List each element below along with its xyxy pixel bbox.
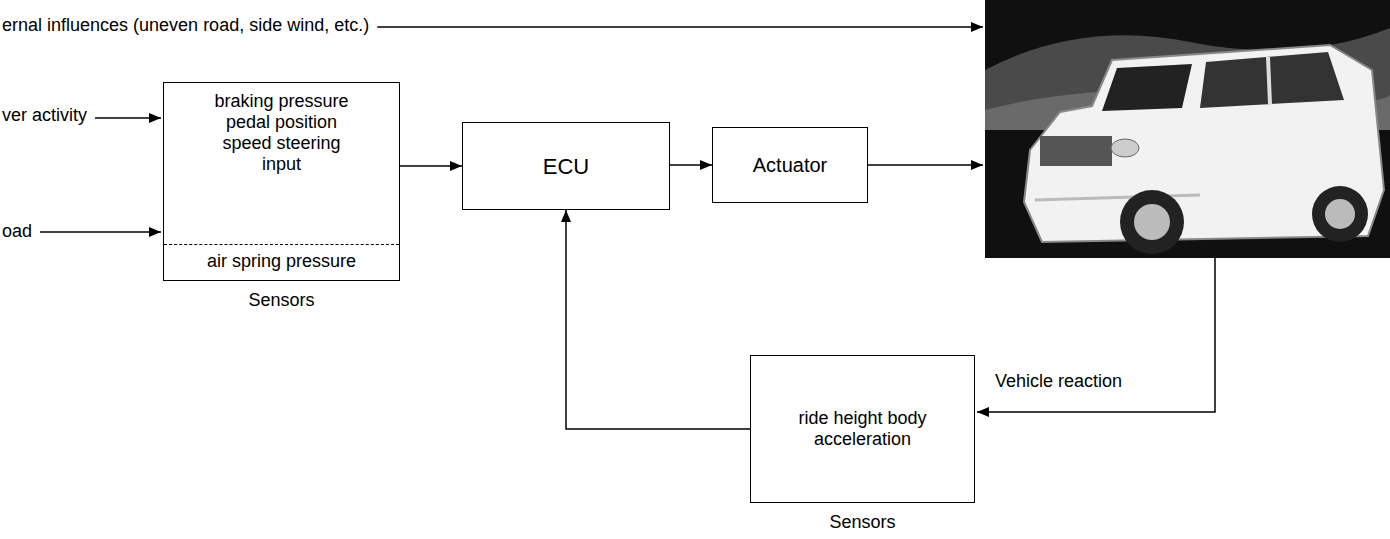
annotation-label: Vehicle reaction	[995, 370, 1122, 392]
caption-text: Sensors	[144, 290, 419, 311]
flow-arrow	[400, 165, 462, 167]
sensor-text: braking pressure pedal position speed st…	[202, 91, 362, 175]
box-text: ECU	[543, 156, 589, 177]
sensor-text: air spring pressure	[207, 251, 356, 272]
flow-arrow	[670, 164, 712, 166]
input-arrow	[40, 231, 161, 233]
annotation-label: ernal influences (uneven road, side wind…	[2, 14, 369, 36]
actuator-arrow	[868, 164, 983, 166]
caption-text: Sensors	[731, 512, 994, 533]
process-box: ECU	[462, 122, 670, 210]
vehicle-photo	[985, 0, 1390, 258]
process-box: ride height body accelerationSensors	[750, 355, 975, 503]
box-text: Actuator	[753, 155, 827, 176]
reaction-arrow	[977, 258, 1215, 412]
annotation-label: oad	[2, 220, 32, 242]
sensor-text: ride height body acceleration	[768, 408, 958, 450]
flow-arrow	[566, 210, 750, 429]
influence-arrow	[377, 26, 983, 28]
process-box: Actuator	[712, 127, 868, 203]
input-arrow	[95, 117, 161, 119]
annotation-label: ver activity	[2, 104, 87, 126]
dashed-divider	[164, 244, 399, 245]
process-box: braking pressure pedal position speed st…	[163, 82, 400, 281]
